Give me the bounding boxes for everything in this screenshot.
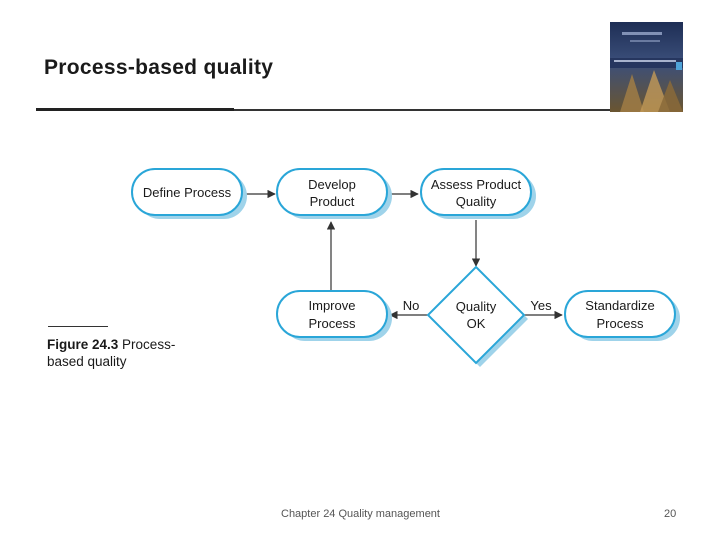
node-assess-product-quality: Assess Product Quality [420, 168, 536, 219]
node-standardize-process: Standardize Process [564, 290, 680, 341]
node-standardize-line-1: Standardize [585, 298, 654, 313]
book-cover-image [610, 22, 683, 112]
node-quality-ok-line-1: Quality [456, 299, 497, 314]
node-assess-line-1: Assess Product [431, 177, 522, 192]
title-rule-accent [36, 108, 234, 111]
node-define-process-line-1: Define Process [143, 185, 232, 200]
node-quality-ok-decision: Quality OK [426, 265, 528, 367]
slide-footer: Chapter 24 Quality management [281, 508, 440, 520]
node-quality-ok-line-2: OK [467, 316, 486, 331]
page-number: 20 [664, 508, 677, 520]
node-develop-product: Develop Product [276, 168, 392, 219]
edge-label-no: No [403, 298, 420, 313]
caption-rule [48, 326, 108, 327]
figure-caption-text: Process-based quality [47, 337, 176, 369]
node-improve-line-2: Process [309, 316, 356, 331]
node-standardize-line-2: Process [597, 316, 644, 331]
node-develop-product-line-2: Product [310, 194, 355, 209]
edge-label-yes: Yes [530, 298, 552, 313]
node-develop-product-line-1: Develop [308, 177, 356, 192]
node-improve-process: Improve Process [276, 290, 392, 341]
node-improve-line-1: Improve [309, 298, 356, 313]
figure-label: Figure 24.3 [47, 337, 119, 352]
node-define-process: Define Process [131, 168, 247, 219]
title-rule [36, 109, 610, 111]
node-assess-line-2: Quality [456, 194, 497, 209]
figure-caption: Figure 24.3 Process-based quality [47, 336, 177, 370]
slide-title: Process-based quality [44, 56, 274, 79]
